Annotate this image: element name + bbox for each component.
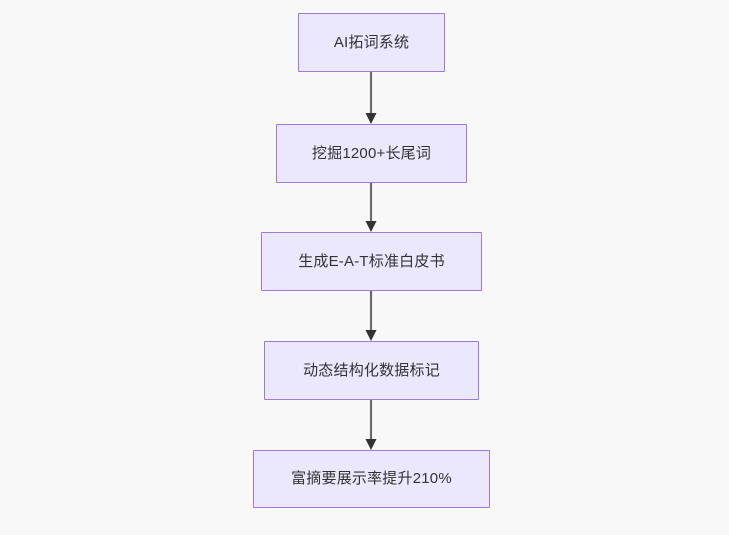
edge-n1-n2 <box>365 72 377 124</box>
node-label: 生成E-A-T标准白皮书 <box>298 252 445 270</box>
node-label: 动态结构化数据标记 <box>303 361 440 379</box>
edge-n3-n4 <box>365 291 377 341</box>
node-label: AI拓词系统 <box>333 33 410 51</box>
node-label: 富摘要展示率提升210% <box>291 470 452 487</box>
flowchart-node-generate-eat-whitepaper[interactable]: 生成E-A-T标准白皮书 <box>261 232 482 291</box>
flowchart-node-rich-snippet-impression-uplift[interactable]: 富摘要展示率提升210% <box>253 450 490 508</box>
node-label: 挖掘1200+长尾词 <box>311 144 432 162</box>
flowchart-node-ai-keyword-system[interactable]: AI拓词系统 <box>298 13 445 72</box>
flowchart-node-mine-longtail-keywords[interactable]: 挖掘1200+长尾词 <box>276 124 467 183</box>
edge-n2-n3 <box>365 183 377 232</box>
edge-n4-n5 <box>365 400 377 450</box>
flowchart-node-dynamic-structured-data-markup[interactable]: 动态结构化数据标记 <box>264 341 479 400</box>
